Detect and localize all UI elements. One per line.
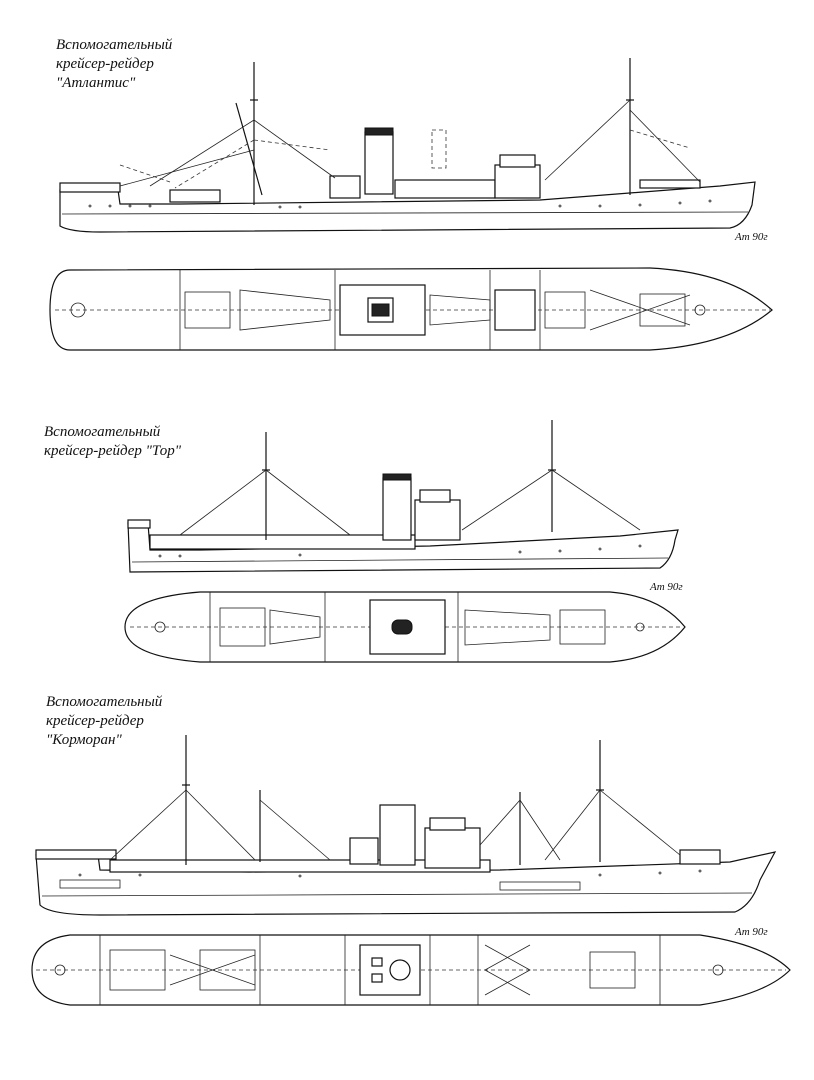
- svg-text:Ат 90г: Ат 90г: [734, 926, 768, 938]
- atlantis-plan-view: [49, 267, 773, 351]
- caption-kormoran-line-3: "Корморан": [46, 732, 122, 748]
- thor-plan-view: [124, 591, 686, 663]
- caption-kormoran: Вспомогательный крейсер-рейдер "Корморан…: [46, 693, 162, 750]
- caption-atlantis-line-2: крейсер-рейдер: [56, 56, 154, 72]
- caption-kormoran-line-2: крейсер-рейдер: [46, 713, 144, 729]
- atlantis-side-view: Ат 90г: [59, 58, 768, 243]
- caption-thor-line-2: крейсер-рейдер "Тор": [44, 443, 182, 459]
- svg-text:Ат 90г: Ат 90г: [649, 581, 683, 593]
- caption-thor-line-1: Вспомогательный: [44, 424, 161, 440]
- svg-text:Ат 90г: Ат 90г: [734, 231, 768, 243]
- caption-thor: Вспомогательный крейсер-рейдер "Тор": [44, 423, 181, 461]
- caption-atlantis-line-3: "Атлантис": [56, 75, 136, 91]
- caption-atlantis: Вспомогательный крейсер-рейдер "Атлантис…: [56, 36, 172, 93]
- caption-atlantis-line-1: Вспомогательный: [56, 37, 173, 53]
- kormoran-plan-view: [31, 934, 791, 1006]
- kormoran-side-view: Ат 90г: [35, 735, 777, 938]
- thor-side-view: Ат 90г: [127, 420, 683, 593]
- caption-kormoran-line-1: Вспомогательный: [46, 694, 163, 710]
